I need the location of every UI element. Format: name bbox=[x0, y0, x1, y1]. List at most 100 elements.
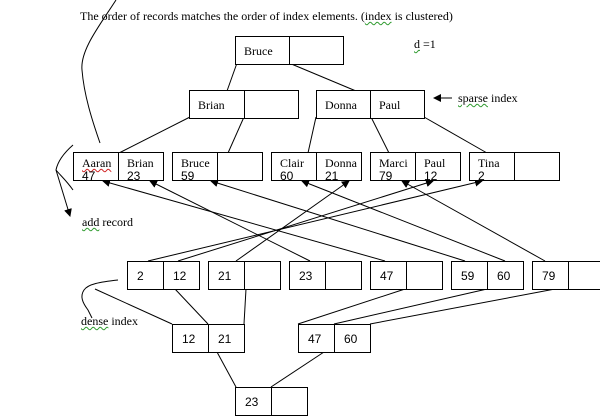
record-name: Marci bbox=[379, 156, 408, 170]
key: 47 bbox=[380, 269, 394, 283]
record-value: 47 bbox=[82, 169, 96, 180]
key-cell bbox=[271, 388, 307, 415]
degree-letter: d bbox=[414, 37, 420, 51]
edge-donna-leaf3 bbox=[307, 116, 317, 154]
key-cell bbox=[289, 37, 343, 64]
record-cell bbox=[514, 153, 559, 180]
key-cell: 21 bbox=[209, 262, 244, 289]
dense-leaf-node: 21 bbox=[208, 261, 281, 290]
add-rest: record bbox=[99, 215, 133, 229]
key-cell: 12 bbox=[163, 262, 199, 289]
dense-brace bbox=[81, 279, 119, 319]
ptr-79-marci bbox=[401, 180, 546, 262]
caption-squiggle-word: index bbox=[364, 9, 392, 23]
key: 60 bbox=[497, 269, 511, 283]
record-value: 59 bbox=[181, 169, 195, 180]
key: Brian bbox=[198, 98, 225, 112]
caption-text-before: The order of records matches the order o… bbox=[80, 9, 365, 23]
ptr-2-tina bbox=[147, 178, 483, 262]
key-cell: 79 bbox=[533, 262, 568, 289]
dense-index-label: dense index bbox=[81, 314, 138, 328]
record-value: 79 bbox=[379, 169, 393, 180]
add-word: add bbox=[82, 215, 100, 229]
key: 2 bbox=[137, 269, 144, 283]
dense-edge-6 bbox=[369, 288, 556, 325]
edge-brian-leaf2 bbox=[227, 116, 245, 154]
dense-edge-1 bbox=[94, 288, 173, 325]
dense-word: dense bbox=[81, 314, 109, 328]
sparse-rest: index bbox=[488, 91, 518, 105]
record-name: Paul bbox=[424, 156, 446, 170]
record-name: Donna bbox=[325, 156, 357, 170]
key-cell bbox=[325, 262, 361, 289]
key-cell: 23 bbox=[290, 262, 325, 289]
key: 23 bbox=[299, 269, 313, 283]
edge-root-left bbox=[226, 62, 238, 92]
record-value: 21 bbox=[325, 169, 339, 180]
key: 23 bbox=[245, 395, 259, 409]
dense-level1-node: 47 60 bbox=[298, 324, 371, 353]
key-cell: Donna bbox=[317, 91, 370, 118]
key-cell bbox=[243, 91, 299, 118]
dense-root-node: 23 bbox=[235, 387, 308, 416]
key-cell: 47 bbox=[299, 325, 334, 352]
key-cell: 60 bbox=[487, 262, 523, 289]
degree-label: d =1 bbox=[414, 37, 436, 51]
key-cell: 59 bbox=[452, 262, 487, 289]
key-cell: Bruce bbox=[236, 37, 289, 64]
key-cell: 21 bbox=[208, 325, 244, 352]
record-value: 23 bbox=[127, 169, 141, 180]
key: Donna bbox=[325, 98, 357, 112]
key: Bruce bbox=[244, 44, 273, 58]
record-name: Brian bbox=[127, 156, 154, 170]
dense-edge-4 bbox=[297, 288, 406, 325]
dense-leaf-node: 59 60 bbox=[451, 261, 524, 290]
record-value: 60 bbox=[280, 169, 294, 180]
dense-leaf-node: 79 bbox=[532, 261, 600, 290]
dense-leaf-node: 47 bbox=[370, 261, 443, 290]
key: 59 bbox=[461, 269, 475, 283]
sparse-level1-node: Brian bbox=[189, 90, 299, 119]
key: 12 bbox=[182, 332, 196, 346]
caption-text-after: is clustered) bbox=[391, 9, 453, 23]
key-cell: Brian bbox=[190, 91, 244, 118]
key-cell: 60 bbox=[334, 325, 370, 352]
record-name: Bruce bbox=[181, 156, 210, 170]
dense-leaf-node: 2 12 bbox=[127, 261, 200, 290]
dense-leaf-node: 23 bbox=[289, 261, 362, 290]
dense-level1-node: 12 21 bbox=[172, 324, 245, 353]
caption: The order of records matches the order o… bbox=[80, 9, 453, 23]
ptr-12-paul bbox=[177, 179, 434, 262]
dense-edge-5 bbox=[333, 288, 488, 325]
dense-edge-3 bbox=[243, 288, 247, 325]
key-cell bbox=[406, 262, 442, 289]
ptr-59-bruce bbox=[210, 179, 466, 262]
record-name: Aaran bbox=[82, 156, 112, 170]
record-name: Tina bbox=[478, 156, 500, 170]
key-cell bbox=[244, 262, 280, 289]
edge-paul-leaf4 bbox=[370, 116, 390, 154]
degree-value: =1 bbox=[420, 37, 436, 51]
key: 79 bbox=[542, 269, 556, 283]
add-record-brace bbox=[55, 144, 74, 191]
key-cell bbox=[568, 262, 600, 289]
key: 60 bbox=[344, 332, 358, 346]
record-name: Clair bbox=[280, 156, 304, 170]
dense-rest: index bbox=[108, 314, 138, 328]
ptr-47-aaran bbox=[102, 179, 386, 262]
dense-edge-2 bbox=[174, 288, 209, 325]
key-cell: 47 bbox=[371, 262, 406, 289]
sparse-root-node: Bruce bbox=[235, 36, 344, 65]
edge-root-right bbox=[288, 62, 357, 92]
edge-brian-leaf1 bbox=[118, 116, 191, 154]
ptr-21-donna bbox=[235, 180, 350, 262]
